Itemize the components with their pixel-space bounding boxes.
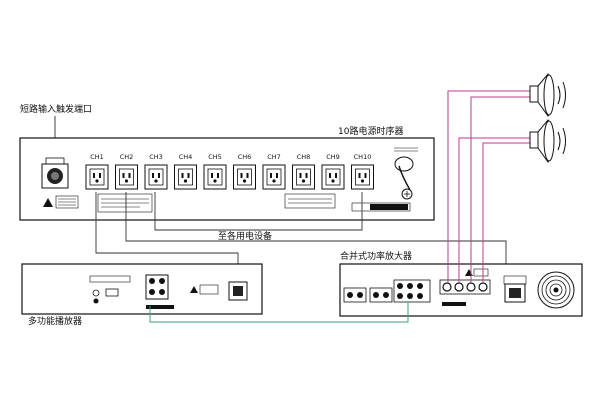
multifunction-player [21,263,263,315]
speaker-wires [447,90,534,283]
channel-label: CH10 [354,153,372,161]
channel-label: CH6 [238,153,252,161]
ac-power-input [394,147,418,200]
channel-label: CH1 [90,153,104,161]
warning-sticker [43,195,79,209]
amplifier-power-socket [503,275,527,303]
outlet-ch10: CH10 [351,153,374,190]
sequencer-label: 10路电源时序器 [338,125,403,137]
outlet-ch1: CH1 [85,153,109,190]
player-serial-label [146,305,174,309]
speaker-2-icon [529,119,566,163]
serial-label [351,202,411,212]
outlet-ch7: CH7 [262,153,286,190]
amplifier-label: 合并式功率放大器 [340,250,412,262]
to-devices-label: 至各用电设备 [218,230,272,242]
channel-label: CH5 [208,153,222,161]
channel-outlets: CH1 CH2 CH3 CH4 CH5 CH6 CH7 CH8 CH9 CH10 [85,153,374,190]
warning-label-plate [284,193,336,209]
player-rca-output [145,274,169,300]
speaker-1-icon [529,73,566,117]
outlet-ch8: CH8 [292,153,315,190]
player-knob-icon [92,289,100,297]
outlet-ch3: CH3 [144,153,168,190]
channel-label: CH2 [120,153,134,161]
amplifier-serial-label [442,302,466,306]
trigger-input-port [41,157,69,189]
outlet-ch4: CH4 [174,153,197,190]
channel-label: CH8 [297,153,311,161]
usb-port-icon [105,288,119,297]
outlet-ch9: CH9 [321,153,345,190]
outlet-ch2: CH2 [115,153,138,190]
audio-signal-wire [149,302,409,323]
channel-label: CH7 [267,153,281,161]
trigger-port-label: 短路输入触发端口 [20,103,92,115]
channel-label: CH4 [179,153,193,161]
outlet-ch6: CH6 [233,153,256,190]
player-power-socket [228,281,248,301]
integrated-amplifier [339,263,583,317]
fan-grille-icon [537,271,575,309]
to-devices-bracket [154,192,363,231]
player-label: 多功能播放器 [28,315,82,327]
channel-label: CH9 [326,153,340,161]
outlet-ch5: CH5 [203,153,227,190]
channel-label: CH3 [149,153,163,161]
power-wire-ch2-to-amplifier [125,192,507,282]
amplifier-input-jacks [343,279,431,303]
power-sequencer: CH1 CH2 CH3 CH4 CH5 CH6 CH7 CH8 CH9 CH10 [19,137,435,221]
caution-label-plate [97,193,153,213]
